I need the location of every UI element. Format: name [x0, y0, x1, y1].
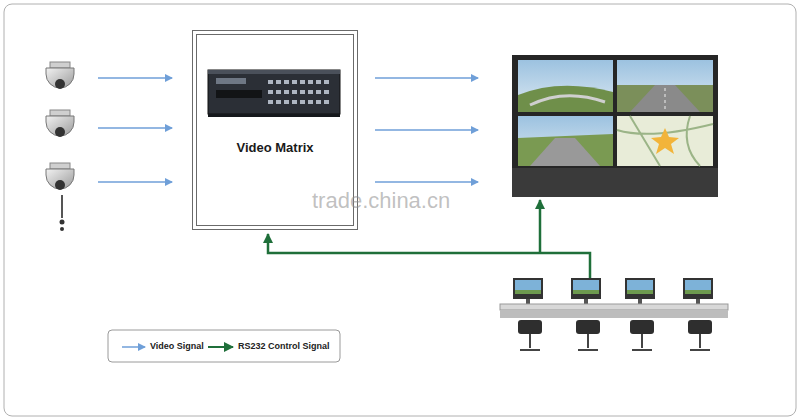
video-signal-arrow	[98, 78, 478, 182]
dome-camera	[46, 62, 74, 89]
watermark: trade.china.cn	[312, 188, 450, 214]
legend-text: Video Signal	[150, 341, 204, 351]
matrix-device	[208, 70, 340, 117]
dome-camera	[46, 163, 74, 231]
legend-frame	[108, 330, 340, 362]
outer-frame	[4, 4, 796, 416]
legend-sample-arrow	[208, 346, 233, 348]
video-wall	[512, 55, 718, 197]
node-title: Video Matrix	[236, 140, 313, 155]
legend-sample-arrow	[122, 346, 145, 348]
dome-camera	[46, 110, 74, 137]
legend-text: RS232 Control Signal	[238, 341, 330, 351]
workstation	[500, 278, 728, 350]
